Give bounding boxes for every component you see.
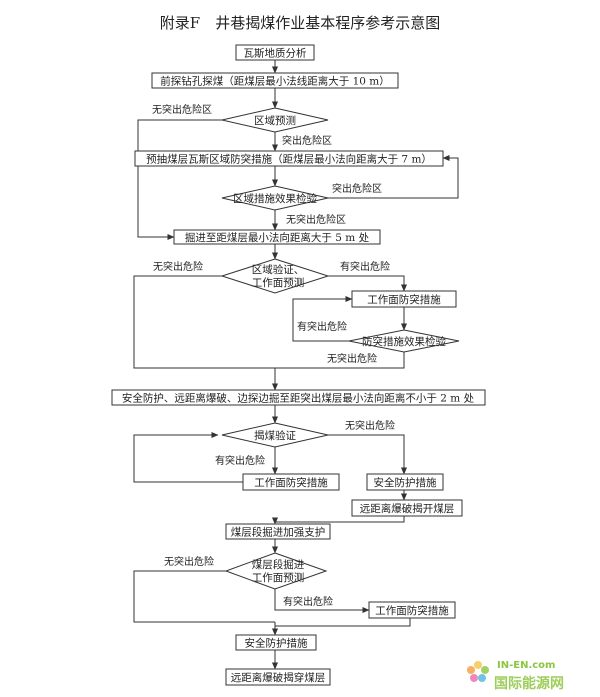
watermark-brand-bottom: 国际能源网 xyxy=(494,675,564,692)
edge-label-no-risk-1: 无突出危险 xyxy=(153,260,203,273)
connectors xyxy=(133,60,459,670)
page-title: 附录F 井巷揭煤作业基本程序参考示意图 xyxy=(160,14,440,32)
edge-label-risk-area-1: 突出危险区 xyxy=(282,134,332,147)
svg-text:工作面预测: 工作面预测 xyxy=(252,276,305,289)
edge-label-risk-1: 有突出危险 xyxy=(340,260,390,273)
edge-labels: 无突出危险区 突出危险区 突出危险区 无突出危险区 无突出危险 有突出危险 有突… xyxy=(152,103,395,608)
node-safety-measures-1: 安全防护措施 xyxy=(366,473,444,491)
node-face-measures-3: 工作面防突措施 xyxy=(368,601,456,619)
svg-text:区域措施效果检验: 区域措施效果检验 xyxy=(233,192,317,205)
node-regional-verification: 区域验证、 工作面预测 xyxy=(220,258,330,294)
svg-text:安全防护、远距离爆破、边探边掘至距突出煤层最小法向距离不小于: 安全防护、远距离爆破、边探边掘至距突出煤层最小法向距离不小于 2 m 处 xyxy=(122,392,475,405)
node-remote-blast-uncover: 远距离爆破揭开煤层 xyxy=(351,499,463,517)
svg-text:安全防护措施: 安全防护措施 xyxy=(245,637,308,650)
node-measure-effect-check: 防突措施效果检验 xyxy=(348,329,460,353)
edge-label-risk-4: 有突出危险 xyxy=(283,595,333,608)
svg-text:前探钻孔探煤（距煤层最小法线距离大于 10 m）: 前探钻孔探煤（距煤层最小法线距离大于 10 m） xyxy=(160,75,390,88)
edge-label-no-risk-3: 无突出危险 xyxy=(345,419,395,432)
node-pre-drainage-measures: 预抽煤层瓦斯区域防突措施（距煤层最小法向距离大于 7 m） xyxy=(134,150,444,167)
svg-text:工作面防突措施: 工作面防突措施 xyxy=(375,604,449,617)
node-regional-prediction: 区域预测 xyxy=(221,107,329,133)
svg-text:煤层段掘进: 煤层段掘进 xyxy=(252,558,305,571)
svg-text:区域验证、: 区域验证、 xyxy=(252,263,305,276)
edge-label-no-risk-4: 无突出危险 xyxy=(164,555,214,568)
node-gas-geology-analysis: 瓦斯地质分析 xyxy=(235,44,315,61)
svg-text:瓦斯地质分析: 瓦斯地质分析 xyxy=(244,47,307,60)
node-face-measures-2: 工作面防突措施 xyxy=(242,473,340,491)
svg-text:远距离爆破揭穿煤层: 远距离爆破揭穿煤层 xyxy=(231,671,326,684)
svg-text:安全防护措施: 安全防护措施 xyxy=(374,476,437,489)
node-safety-remote-blasting: 安全防护、远距离爆破、边探边掘至距突出煤层最小法向距离不小于 2 m 处 xyxy=(111,389,486,406)
svg-text:工作面预测: 工作面预测 xyxy=(252,571,305,584)
svg-text:远距离爆破揭开煤层: 远距离爆破揭开煤层 xyxy=(360,502,455,515)
flower-icon xyxy=(467,661,489,682)
node-regional-effect-check: 区域措施效果检验 xyxy=(221,185,329,211)
svg-text:工作面防突措施: 工作面防突措施 xyxy=(254,476,328,489)
node-advance-drilling: 前探钻孔探煤（距煤层最小法线距离大于 10 m） xyxy=(151,72,399,89)
node-remote-blast-through: 远距离爆破揭穿煤层 xyxy=(225,668,331,686)
node-safety-measures-2: 安全防护措施 xyxy=(235,634,317,651)
edge-label-risk-2: 有突出危险 xyxy=(297,320,347,333)
svg-text:预抽煤层瓦斯区域防突措施（距煤层最小法向距离大于 7 m）: 预抽煤层瓦斯区域防突措施（距煤层最小法向距离大于 7 m） xyxy=(146,153,432,166)
node-excavate-to-5m: 掘进至距煤层最小法向距离大于 5 m 处 xyxy=(173,229,381,245)
svg-text:区域预测: 区域预测 xyxy=(254,114,296,127)
edge-label-no-risk-area-2: 无突出危险区 xyxy=(286,213,346,226)
svg-text:掘进至距煤层最小法向距离大于 5 m 处: 掘进至距煤层最小法向距离大于 5 m 处 xyxy=(185,231,370,244)
node-face-measures-1: 工作面防突措施 xyxy=(351,290,457,308)
svg-text:防突措施效果检验: 防突措施效果检验 xyxy=(362,335,446,348)
watermark-logo: IN-EN.com 国际能源网 xyxy=(467,660,564,692)
svg-text:煤层段掘进加强支护: 煤层段掘进加强支护 xyxy=(231,526,326,539)
edge-label-no-risk-area-1: 无突出危险区 xyxy=(152,103,212,116)
node-seam-support: 煤层段掘进加强支护 xyxy=(225,523,331,540)
edge-label-risk-3: 有突出危险 xyxy=(215,454,265,467)
node-seam-face-prediction: 煤层段掘进 工作面预测 xyxy=(224,552,328,590)
node-uncovering-verification: 揭煤验证 xyxy=(221,422,329,448)
svg-text:工作面防突措施: 工作面防突措施 xyxy=(367,293,441,306)
edge-label-risk-area-2: 突出危险区 xyxy=(332,182,382,195)
edge-label-no-risk-2: 无突出危险 xyxy=(327,352,377,365)
svg-text:揭煤验证: 揭煤验证 xyxy=(254,429,296,442)
watermark-brand-top: IN-EN.com xyxy=(497,660,555,671)
